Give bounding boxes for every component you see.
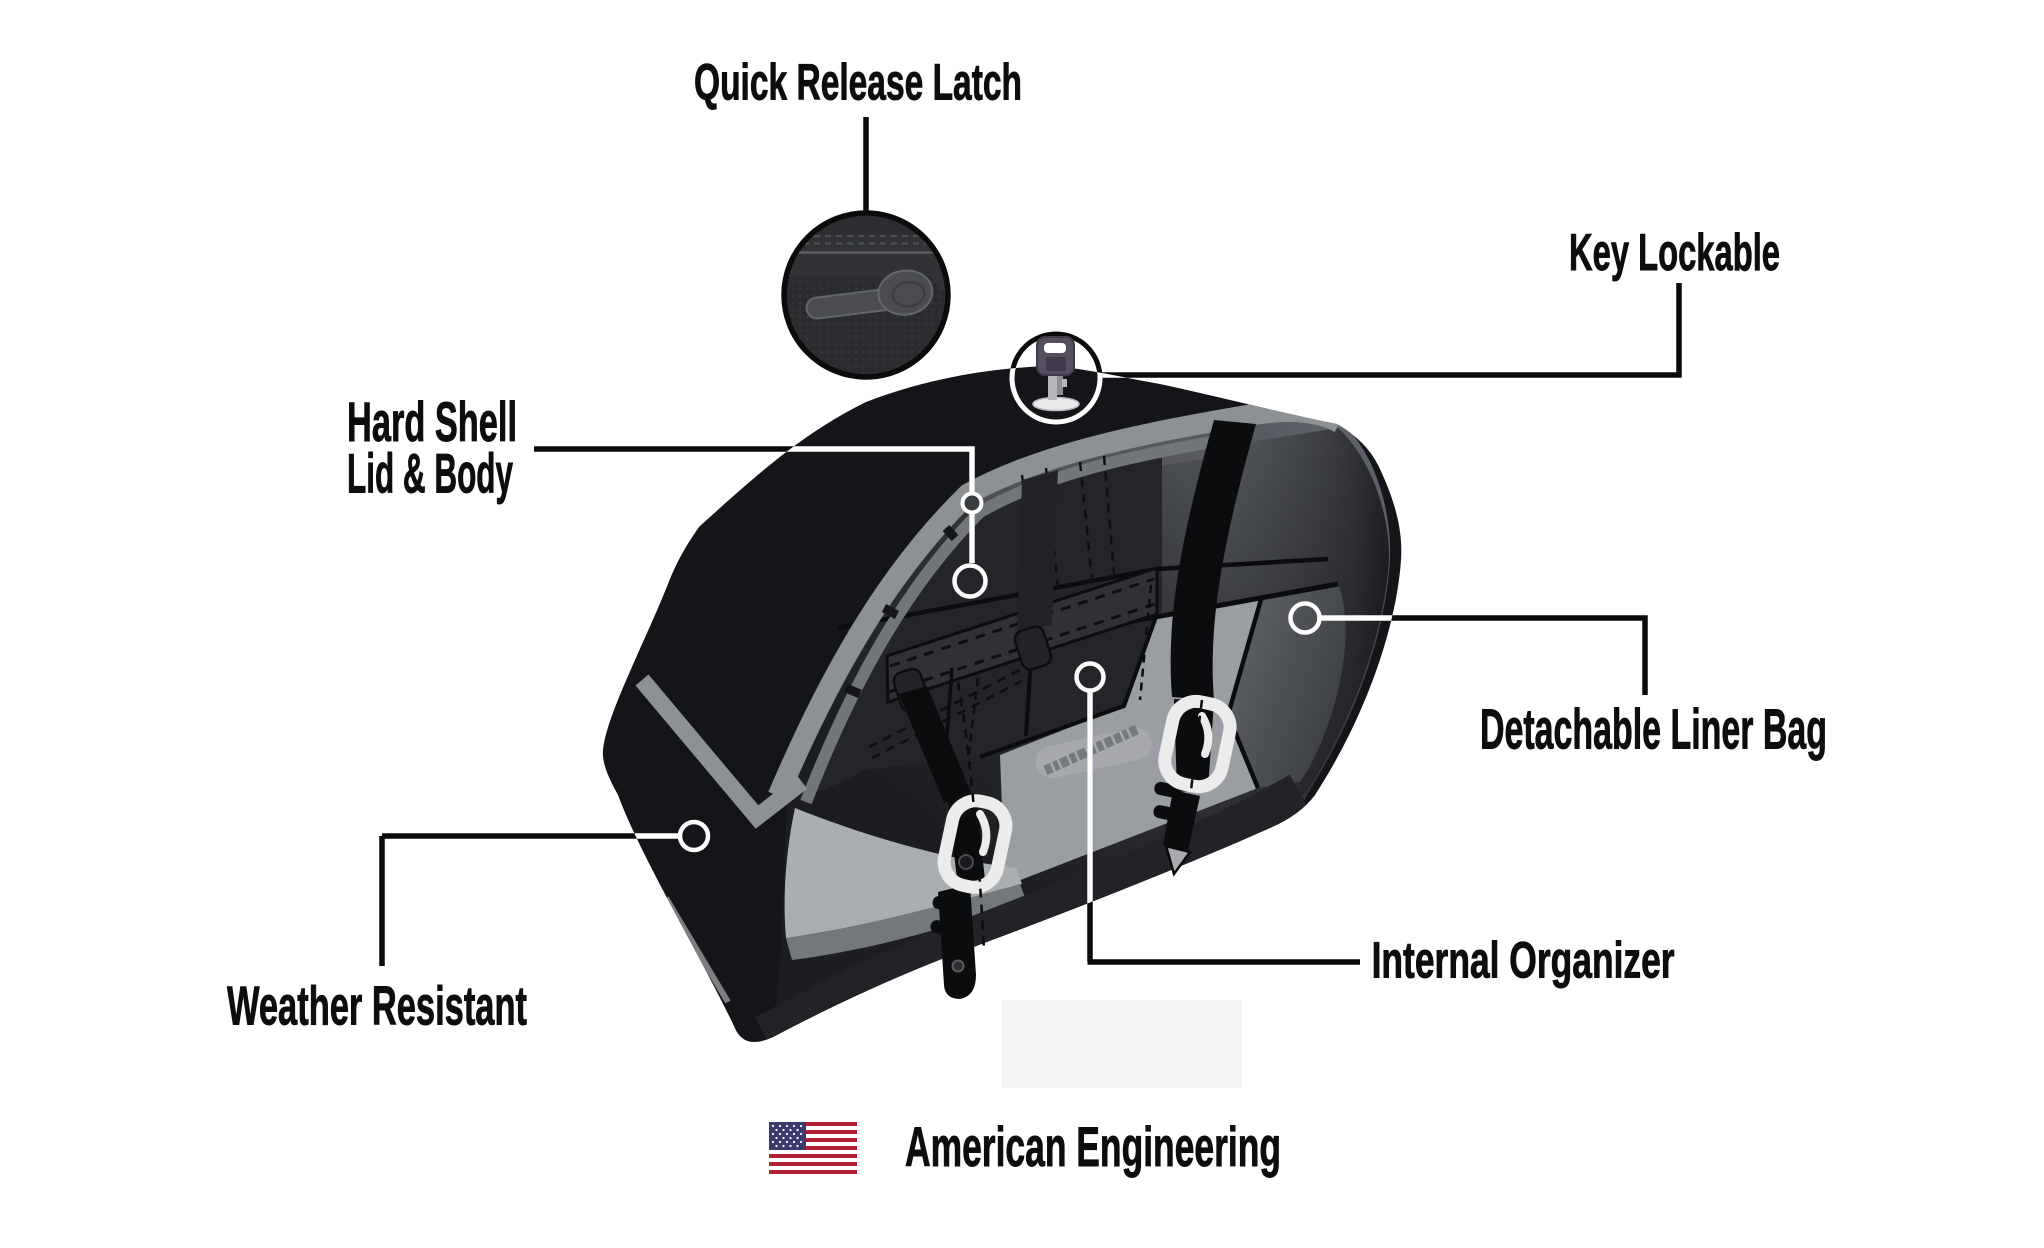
svg-text:Detachable Liner Bag: Detachable Liner Bag xyxy=(1480,698,1827,762)
svg-text:Weather Resistant: Weather Resistant xyxy=(227,974,527,1036)
svg-text:Lid & Body: Lid & Body xyxy=(347,442,513,505)
svg-text:Internal Organizer: Internal Organizer xyxy=(1372,932,1675,989)
svg-text:American Engineering: American Engineering xyxy=(905,1115,1281,1178)
svg-text:Hard Shell: Hard Shell xyxy=(347,390,517,453)
svg-text:Key Lockable: Key Lockable xyxy=(1569,224,1780,282)
svg-text:Quick Release Latch: Quick Release Latch xyxy=(694,53,1022,110)
